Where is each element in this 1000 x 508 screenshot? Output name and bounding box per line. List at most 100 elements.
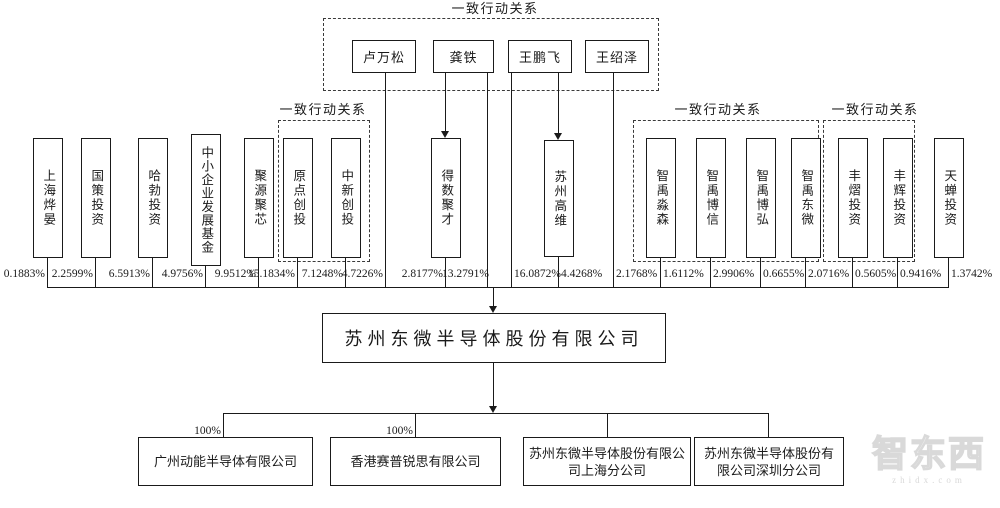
concerted-action-label-top: 一致行动关系 <box>451 1 539 16</box>
shareholder-box-fenghui-investment: 丰辉投资 <box>883 138 913 258</box>
pct-label-zhongxin: 7.1248% <box>301 268 343 280</box>
shareholder-box-shanghai-yeyan: 上海烨晏 <box>33 138 63 258</box>
branch-box-shenzhen: 苏州东微半导体股份有限公司深圳分公司 <box>694 437 844 486</box>
shareholder-name: 苏州高维 <box>552 169 567 228</box>
connector-wang-pengfei-to-suzhou-gaowei <box>558 72 559 133</box>
shareholder-box-yuandian-venture: 原点创投 <box>283 138 313 258</box>
shareholder-box-tianchan-investment: 天蝉投资 <box>934 138 964 258</box>
subsidiary-box-guangzhou-dongneng: 广州动能半导体有限公司 <box>138 437 313 486</box>
connector-stub <box>948 256 949 287</box>
concerted-action-label-feng: 一致行动关系 <box>831 102 919 117</box>
connector-from-company <box>493 361 494 406</box>
shareholder-box-sme-development-fund: 中小企业发展基金 <box>191 134 221 266</box>
concerted-action-label-zhiyu: 一致行动关系 <box>674 102 762 117</box>
connector-drop <box>223 413 224 437</box>
pct-label-wang-pengfei: 16.0872% <box>514 268 561 280</box>
connector-stub <box>760 256 761 287</box>
shareholder-box-zhiyu-bohong: 智禹博弘 <box>746 138 776 258</box>
shareholder-box-suzhou-gaowei: 苏州高维 <box>544 140 574 257</box>
controller-box-wang-pengfei: 王鹏飞 <box>508 40 572 73</box>
shareholder-name: 中小企业发展基金 <box>199 146 214 254</box>
pct-label-deshu-jucai: 2.8177% <box>401 268 443 280</box>
pct-label-suzhou-gaowei: 4.4268% <box>561 268 603 280</box>
connector-lu-wansong-direct <box>385 72 386 287</box>
connector-drop <box>768 413 769 437</box>
shareholder-box-zhongxin-venture: 中新创投 <box>331 138 361 258</box>
branch-name: 苏州东微半导体股份有限公司深圳分公司 <box>703 445 834 478</box>
concerted-action-group-feng <box>823 120 915 262</box>
arrow-down-icon <box>554 133 562 140</box>
shareholder-box-zhiyu-boxin: 智禹博信 <box>696 138 726 258</box>
pct-label-zhiyu-miaosen: 1.6112% <box>663 268 704 280</box>
shareholder-name: 智禹博信 <box>704 169 719 227</box>
shareholder-box-zhiyu-miaosen: 智禹淼森 <box>646 138 676 258</box>
shareholder-box-deshu-jucai: 得数聚才 <box>431 138 461 258</box>
connector-drop <box>607 413 608 437</box>
connector-stub <box>95 256 96 287</box>
company-box: 苏州东微半导体股份有限公司 <box>322 313 666 363</box>
shareholder-box-guoce-investment: 国策投资 <box>81 138 111 258</box>
pct-label-tianchan: 1.3742% <box>951 268 993 280</box>
shareholder-name: 丰熠投资 <box>846 169 861 227</box>
pct-label-zhiyu-dongwei: 2.0716% <box>808 268 850 280</box>
pct-label-habo: 6.5913% <box>108 268 150 280</box>
pct-label-yuandian: 15.1834% <box>248 268 295 280</box>
watermark-domain-text: zhidx.com <box>892 475 966 485</box>
pct-label-fengyi: 0.5605% <box>855 268 897 280</box>
shareholder-box-fengyi-investment: 丰熠投资 <box>838 138 868 258</box>
connector-stub <box>152 256 153 287</box>
pct-label-fenghui: 0.9416% <box>900 268 942 280</box>
pct-label-gong-tie: 13.2791% <box>442 268 489 280</box>
ownership-pct-guangzhou: 100% <box>194 425 221 437</box>
watermark-brand-text: 智东西 <box>871 433 986 475</box>
company-name: 苏州东微半导体股份有限公司 <box>344 329 644 349</box>
connector-stub <box>47 256 48 287</box>
connector-stub <box>258 256 259 287</box>
pct-label-guoce: 2.2599% <box>51 268 93 280</box>
concerted-action-group-yuandian <box>278 120 370 262</box>
ownership-pct-hongkong: 100% <box>386 425 413 437</box>
subsidiary-name: 香港赛普锐思有限公司 <box>350 454 481 469</box>
shareholder-name: 智禹博弘 <box>754 169 769 227</box>
connector-bus-subsidiaries <box>223 413 769 414</box>
shareholder-box-juyuan-juxin: 聚源聚芯 <box>244 138 274 258</box>
connector-wang-pengfei-direct <box>511 72 512 287</box>
connector-stub <box>205 264 206 287</box>
connector-stub <box>558 255 559 287</box>
shareholder-name: 智禹东微 <box>799 169 814 227</box>
connector-drop <box>415 413 416 437</box>
shareholder-name: 得数聚才 <box>439 169 454 227</box>
subsidiary-box-hongkong-sepruis: 香港赛普锐思有限公司 <box>330 437 501 486</box>
controller-box-gong-tie: 龚铁 <box>433 40 494 73</box>
watermark-zhidongxi: 智东西 zhidx.com <box>858 433 1000 485</box>
pct-label-shanghai-yeyan: 0.1883% <box>3 268 45 280</box>
shareholder-name: 聚源聚芯 <box>252 169 267 227</box>
concerted-action-label-yuandian: 一致行动关系 <box>279 102 367 117</box>
connector-stub <box>660 256 661 287</box>
arrow-down-icon <box>441 131 449 138</box>
connector-to-company <box>493 287 494 306</box>
connector-stub <box>897 256 898 287</box>
controller-name: 王绍泽 <box>595 50 638 65</box>
concerted-action-group-top <box>323 18 659 91</box>
branch-name: 苏州东微半导体股份有限公司上海分公司 <box>528 445 685 478</box>
controller-name: 龚铁 <box>449 50 478 65</box>
shareholder-name: 中新创投 <box>339 169 354 227</box>
controller-box-lu-wansong: 卢万松 <box>352 40 416 73</box>
shareholder-name: 智禹淼森 <box>654 169 669 227</box>
connector-stub <box>805 256 806 287</box>
shareholder-name: 天蝉投资 <box>942 169 957 227</box>
arrow-down-icon <box>489 406 497 413</box>
connector-stub <box>445 256 446 287</box>
connector-stub <box>345 256 346 287</box>
connector-bus-shareholders <box>47 287 949 288</box>
pct-label-lu-wansong: 4.7226% <box>341 268 383 280</box>
pct-label-zhiyu-boxin: 2.9906% <box>713 268 755 280</box>
connector-stub <box>297 256 298 287</box>
shareholder-name: 国策投资 <box>89 169 104 227</box>
pct-label-juyuan-juxin: 9.9512% <box>214 268 256 280</box>
connector-stub <box>852 256 853 287</box>
shareholder-box-habo-investment: 哈勃投资 <box>138 138 168 258</box>
shareholder-name: 哈勃投资 <box>146 169 161 227</box>
